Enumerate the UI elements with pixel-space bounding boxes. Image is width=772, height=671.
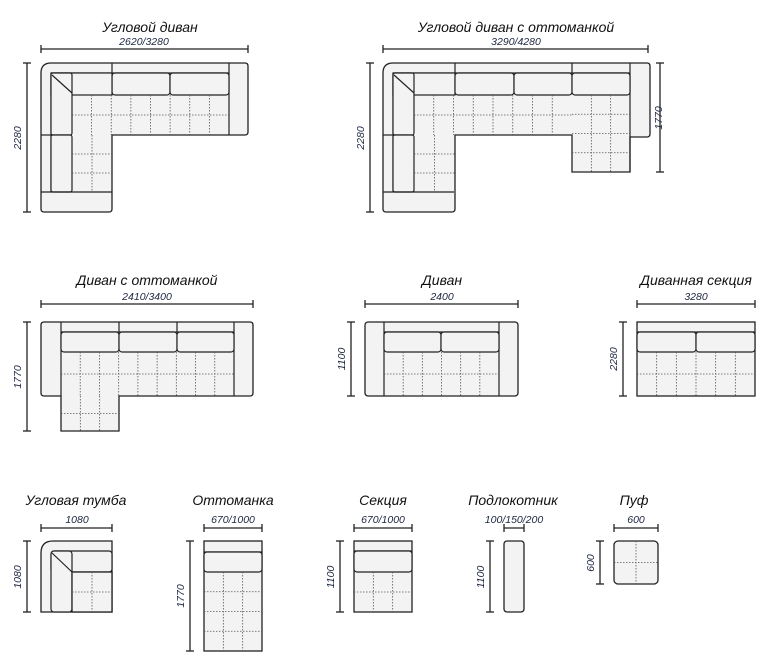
armrest-outline bbox=[503, 540, 525, 613]
title-corner-unit: Угловая тумба bbox=[25, 492, 127, 508]
back-cushion bbox=[118, 331, 178, 353]
width-corner-sofa-ottoman: 3290/4280 bbox=[491, 36, 541, 48]
back-cushion bbox=[169, 72, 230, 96]
side-back-cushion bbox=[50, 134, 73, 193]
height-pouf: 600 bbox=[585, 554, 597, 572]
title-pouf: Пуф bbox=[620, 492, 649, 508]
height-sofa: 1100 bbox=[336, 348, 348, 371]
width-pouf: 600 bbox=[627, 514, 645, 526]
title-sofa: Диван bbox=[420, 272, 462, 288]
shapes-layer bbox=[23, 45, 756, 652]
height2-corner-sofa-ottoman: 1770 bbox=[653, 106, 665, 130]
back-cushion bbox=[636, 331, 697, 353]
corner-sofa-ottoman-outline bbox=[382, 62, 651, 213]
height-corner-sofa: 2280 bbox=[12, 126, 24, 151]
back-cushion bbox=[353, 550, 413, 573]
width-sofa-ottoman: 2410/3400 bbox=[121, 291, 172, 303]
corner-diagonal-line bbox=[51, 74, 73, 94]
width-sofa-section: 3280 bbox=[684, 291, 708, 303]
height-armrest: 1100 bbox=[475, 566, 487, 589]
title-armrest: Подлокотник bbox=[468, 492, 559, 508]
corner-back-cushion bbox=[50, 72, 73, 136]
title-corner-sofa-ottoman: Угловой диван с оттоманкой bbox=[417, 19, 615, 35]
back-cushion bbox=[383, 331, 442, 353]
title-section: Секция bbox=[359, 492, 407, 508]
back-cushion bbox=[176, 331, 235, 353]
title-corner-sofa: Угловой диван bbox=[101, 19, 198, 35]
side-back-cushion bbox=[392, 134, 415, 193]
width-section: 670/1000 bbox=[361, 514, 405, 526]
height-ottoman: 1770 bbox=[175, 584, 187, 608]
height-corner-unit: 1080 bbox=[12, 565, 24, 589]
back-cushion bbox=[203, 551, 263, 573]
width-sofa: 2400 bbox=[429, 291, 454, 303]
title-sofa-section: Диванная секция bbox=[638, 272, 752, 288]
height-section: 1100 bbox=[325, 566, 337, 589]
back-cushion bbox=[695, 331, 756, 353]
back-cushion bbox=[571, 72, 631, 96]
corner-back-cushion bbox=[392, 72, 415, 136]
height-sofa-section: 2280 bbox=[608, 347, 620, 372]
corner-sofa-outline bbox=[40, 62, 249, 213]
back-cushion bbox=[440, 331, 500, 353]
width-armrest: 100/150/200 bbox=[485, 514, 544, 526]
back-cushion bbox=[111, 72, 171, 96]
height-corner-sofa-ottoman: 2280 bbox=[355, 126, 367, 151]
side-back-cushion bbox=[50, 550, 73, 613]
title-ottoman: Оттоманка bbox=[192, 492, 274, 508]
corner-diagonal-line bbox=[51, 552, 73, 573]
back-cushion bbox=[454, 72, 515, 96]
width-ottoman: 670/1000 bbox=[211, 514, 255, 526]
width-corner-unit: 1080 bbox=[65, 514, 89, 526]
width-corner-sofa: 2620/3280 bbox=[118, 36, 169, 48]
back-cushion bbox=[60, 331, 120, 353]
title-sofa-ottoman: Диван с оттоманкой bbox=[75, 272, 218, 288]
corner-diagonal-line bbox=[393, 74, 415, 94]
height-sofa-ottoman: 1770 bbox=[12, 365, 24, 389]
back-cushion bbox=[513, 72, 573, 96]
